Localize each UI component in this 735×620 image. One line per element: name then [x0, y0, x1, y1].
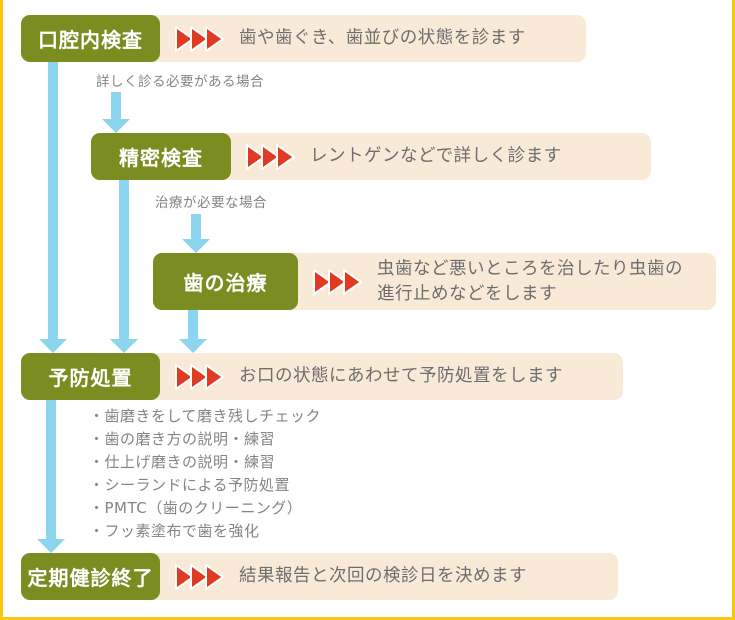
- down-arrow-detailed-to-prevention: [110, 180, 138, 353]
- condition-label-needs-detailed-exam: 詳しく診る必要がある場合: [96, 74, 264, 90]
- arrow-shaft: [48, 62, 58, 339]
- down-arrow-treatment-to-prevention: [179, 310, 207, 353]
- arrow-head: [179, 339, 207, 353]
- prevention-note-item: ・フッ素塗布で歯を強化: [89, 522, 260, 540]
- prevention-note-item: ・歯磨きをして磨き残しチェック: [89, 407, 322, 425]
- step-description-box: 結果報告と次回の検診日を決めます: [146, 553, 618, 600]
- step-label: 精密検査: [91, 133, 231, 180]
- prevention-note-item: ・歯の磨き方の説明・練習: [89, 430, 276, 448]
- down-arrow-detailed-to-treatment: [182, 214, 210, 253]
- prevention-note-item: ・仕上げ磨きの説明・練習: [89, 453, 276, 471]
- step-row-detailed-exam: 精密検査 レントゲンなどで詳しく診ます: [91, 133, 651, 180]
- step-description-box: お口の状態にあわせて予防処置をします: [146, 353, 623, 400]
- step-label: 定期健診終了: [21, 553, 160, 600]
- step-description: 虫歯など悪いところを治したり虫歯の 進行止めなどをします: [377, 258, 683, 304]
- step-description-box: 歯や歯ぐき、歯並びの状態を診ます: [146, 15, 586, 62]
- prevention-note-item: ・シーランドによる予防処置: [89, 476, 291, 494]
- step-label: 口腔内検査: [21, 15, 160, 62]
- step-row-prevention: 予防処置 お口の状態にあわせて予防処置をします: [21, 353, 623, 400]
- triple-arrow-icon: [175, 363, 224, 390]
- arrow-shaft: [46, 400, 56, 539]
- arrow-shaft: [188, 310, 198, 339]
- step-description: 歯や歯ぐき、歯並びの状態を診ます: [239, 28, 526, 48]
- arrow-head: [110, 339, 138, 353]
- prevention-note-item: ・PMTC（歯のクリーニング）: [89, 499, 303, 517]
- down-arrow-exam-to-detailed: [102, 92, 130, 133]
- step-description-box: レントゲンなどで詳しく診ます: [217, 133, 651, 180]
- arrow-shaft: [119, 180, 129, 339]
- step-row-checkup-complete: 定期健診終了 結果報告と次回の検診日を決めます: [21, 553, 618, 600]
- triple-arrow-icon: [175, 563, 224, 590]
- step-label: 予防処置: [21, 353, 160, 400]
- triple-arrow-icon: [246, 143, 295, 170]
- step-row-treatment: 歯の治療 虫歯など悪いところを治したり虫歯の 進行止めなどをします: [153, 253, 716, 310]
- step-description: お口の状態にあわせて予防処置をします: [239, 366, 563, 386]
- arrow-head: [39, 339, 67, 353]
- arrow-shaft: [111, 92, 121, 119]
- triple-arrow-icon: [313, 268, 362, 295]
- step-label: 歯の治療: [153, 253, 298, 310]
- triple-arrow-icon: [175, 25, 224, 52]
- step-description: レントゲンなどで詳しく診ます: [310, 146, 562, 166]
- arrow-head: [182, 239, 210, 253]
- arrow-shaft: [191, 214, 201, 239]
- step-row-intraoral-exam: 口腔内検査 歯や歯ぐき、歯並びの状態を診ます: [21, 15, 586, 62]
- down-arrow-exam-to-prevention: [39, 62, 67, 353]
- down-arrow-prevention-to-complete: [37, 400, 65, 553]
- prevention-notes-list: ・歯磨きをして磨き残しチェック ・歯の磨き方の説明・練習 ・仕上げ磨きの説明・練…: [89, 405, 321, 543]
- step-description: 結果報告と次回の検診日を決めます: [239, 566, 527, 586]
- step-description-box: 虫歯など悪いところを治したり虫歯の 進行止めなどをします: [284, 253, 716, 310]
- arrow-head: [102, 119, 130, 133]
- arrow-head: [37, 539, 65, 553]
- condition-label-needs-treatment: 治療が必要な場合: [155, 195, 267, 211]
